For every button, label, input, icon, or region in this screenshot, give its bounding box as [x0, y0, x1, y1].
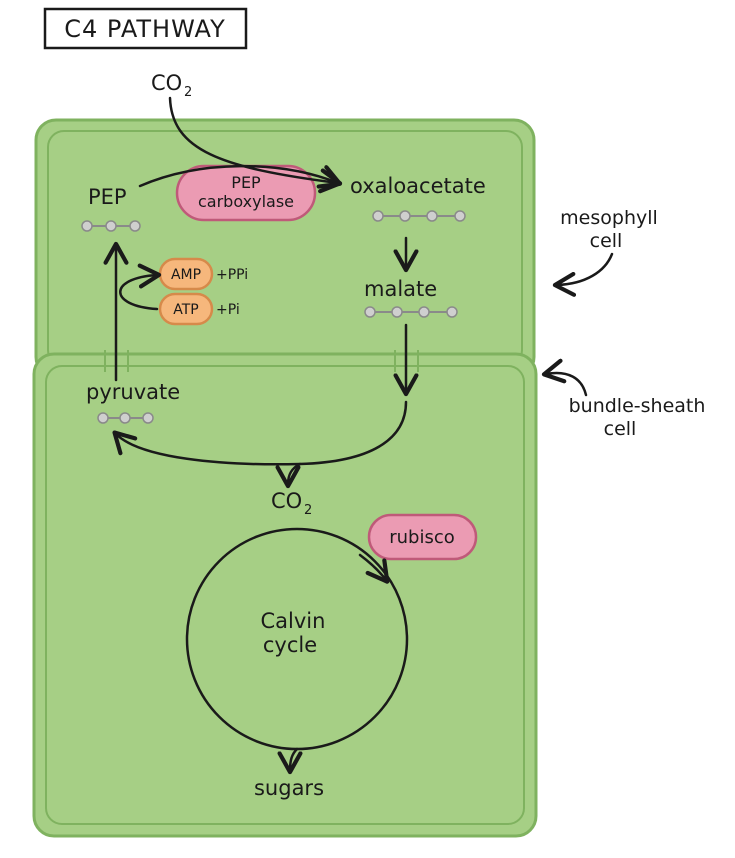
co2-bottom-subscript: 2: [304, 503, 312, 518]
arrow-malate-to-co2: [275, 462, 302, 489]
co2-top-label: CO: [151, 71, 182, 95]
pep-carboxylase-enzyme: PEP carboxylase: [175, 164, 317, 222]
atp-text: ATP: [173, 302, 198, 318]
malate-label: malate: [364, 277, 437, 301]
co2-top-subscript: 2: [184, 85, 192, 100]
co2-bottom-label: CO: [271, 489, 302, 513]
arrow-calvin-to-sugars: [277, 747, 303, 775]
pyruvate-label: pyruvate: [86, 380, 180, 404]
title-box: [43, 7, 248, 50]
arrow-pointer-mesophyll: [552, 252, 614, 297]
plasmodesma-left: [104, 350, 129, 372]
rubisco-text: rubisco: [389, 527, 455, 548]
arrow-atp-to-amp: [119, 263, 162, 311]
bundle-sheath-label-line1: bundle-sheath: [569, 395, 706, 417]
pep-carboxylase-line2: carboxylase: [198, 192, 294, 211]
arrow-pointer-bundle-sheath: [541, 358, 588, 397]
pep-carboxylase-line1: PEP: [231, 173, 261, 192]
oxaloacetate-molecule-icon: [372, 210, 466, 222]
co2-top-text: CO: [151, 71, 182, 95]
arrow-calvin-cycle-direction: [358, 553, 390, 584]
ppi-label: +PPi: [216, 267, 248, 283]
arrow-pep-to-oxaloacetate: [138, 164, 343, 189]
bundle-sheath-cell: [32, 352, 538, 838]
pep-label: PEP: [88, 185, 127, 209]
co2-bottom-text: CO: [271, 489, 302, 513]
bundle-sheath-label-line2: cell: [604, 418, 637, 440]
malate-molecule-icon: [364, 306, 458, 318]
calvin-line1: Calvin: [261, 609, 326, 633]
oxaloacetate-label: oxaloacetate: [350, 174, 486, 198]
sugars-label: sugars: [254, 776, 324, 800]
diagram-title: C4 PATHWAY: [64, 15, 226, 43]
mesophyll-label-line2: cell: [590, 230, 623, 252]
plasmodesma-right: [394, 350, 419, 372]
mesophyll-label-line1: mesophyll: [560, 207, 658, 229]
rubisco-enzyme: rubisco: [367, 513, 478, 561]
amp-badge: AMP: [158, 257, 214, 291]
pep-molecule-icon: [81, 220, 141, 232]
mesophyll-cell: [34, 118, 536, 379]
pi-label: +Pi: [216, 302, 240, 318]
atp-badge: ATP: [158, 292, 214, 326]
pyruvate-molecule-icon: [97, 412, 154, 424]
arrow-co2-to-oxaloacetate: [168, 96, 343, 194]
amp-text: AMP: [171, 267, 201, 283]
calvin-line2: cycle: [263, 633, 317, 657]
